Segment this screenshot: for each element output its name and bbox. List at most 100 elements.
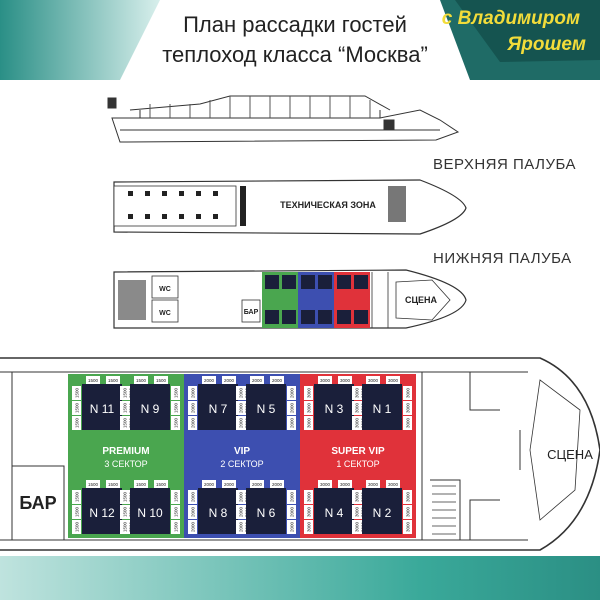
table-top [198, 384, 238, 430]
seat[interactable] [352, 490, 361, 504]
seat[interactable] [222, 480, 236, 488]
seat[interactable] [188, 416, 197, 430]
seat[interactable] [386, 480, 400, 488]
seat[interactable] [304, 386, 313, 400]
seat[interactable] [188, 490, 197, 504]
seat[interactable] [287, 401, 296, 415]
seat[interactable] [86, 376, 100, 384]
seat[interactable] [154, 376, 168, 384]
seat[interactable] [120, 490, 129, 504]
seat[interactable] [171, 416, 180, 430]
page-title-line1: План рассадки гостей [183, 12, 407, 37]
seat[interactable] [352, 386, 361, 400]
seat[interactable] [403, 490, 412, 504]
seat[interactable] [304, 505, 313, 519]
seat-price: 3000 [406, 417, 411, 428]
seat-price: 2000 [224, 378, 235, 383]
seat[interactable] [188, 520, 197, 534]
seat[interactable] [287, 490, 296, 504]
seat[interactable] [287, 520, 296, 534]
seat-price: 1500 [88, 482, 99, 487]
seat[interactable] [154, 480, 168, 488]
seat[interactable] [72, 520, 81, 534]
seat[interactable] [72, 416, 81, 430]
seat[interactable] [403, 416, 412, 430]
seat[interactable] [202, 480, 216, 488]
seat[interactable] [287, 386, 296, 400]
seat[interactable] [287, 505, 296, 519]
seat[interactable] [403, 386, 412, 400]
seat[interactable] [386, 376, 400, 384]
seat-price: 3000 [355, 387, 360, 398]
seat[interactable] [366, 480, 380, 488]
seat[interactable] [86, 480, 100, 488]
seat[interactable] [171, 520, 180, 534]
seat[interactable] [338, 376, 352, 384]
seat[interactable] [318, 480, 332, 488]
seat[interactable] [171, 386, 180, 400]
seat[interactable] [120, 416, 129, 430]
seat-price: 3000 [406, 491, 411, 502]
seat[interactable] [72, 490, 81, 504]
seat[interactable] [171, 490, 180, 504]
seat[interactable] [236, 520, 245, 534]
seat[interactable] [304, 520, 313, 534]
seat[interactable] [236, 401, 245, 415]
seat[interactable] [171, 505, 180, 519]
table-n4[interactable]: N 430003000300030003000300030003000 [304, 480, 364, 534]
seat[interactable] [287, 416, 296, 430]
seat[interactable] [236, 416, 245, 430]
seat[interactable] [188, 401, 197, 415]
seat[interactable] [270, 376, 284, 384]
seat[interactable] [352, 401, 361, 415]
seat-price: 3000 [307, 521, 312, 532]
seat-price: 2000 [272, 482, 283, 487]
seat[interactable] [120, 505, 129, 519]
seat[interactable] [202, 376, 216, 384]
seat-price: 2000 [191, 417, 196, 428]
seat[interactable] [250, 376, 264, 384]
seat-price: 2000 [290, 387, 295, 398]
seat[interactable] [72, 505, 81, 519]
seat[interactable] [270, 480, 284, 488]
seat[interactable] [352, 520, 361, 534]
seat[interactable] [106, 480, 120, 488]
seat-price: 3000 [368, 482, 379, 487]
seat[interactable] [304, 490, 313, 504]
seat[interactable] [318, 376, 332, 384]
seat[interactable] [222, 376, 236, 384]
table-number: N 3 [325, 402, 344, 416]
seat[interactable] [403, 401, 412, 415]
seat[interactable] [72, 401, 81, 415]
seat[interactable] [250, 480, 264, 488]
seat-price: 2000 [191, 491, 196, 502]
seat[interactable] [106, 376, 120, 384]
seat[interactable] [403, 520, 412, 534]
seat[interactable] [352, 505, 361, 519]
seat[interactable] [120, 520, 129, 534]
seat[interactable] [236, 386, 245, 400]
seat[interactable] [338, 480, 352, 488]
seat[interactable] [304, 401, 313, 415]
seat[interactable] [403, 505, 412, 519]
seat[interactable] [188, 386, 197, 400]
seat[interactable] [352, 416, 361, 430]
seat-price: 3000 [355, 521, 360, 532]
seat[interactable] [72, 386, 81, 400]
seat[interactable] [134, 480, 148, 488]
seat[interactable] [236, 505, 245, 519]
seat[interactable] [304, 416, 313, 430]
seat[interactable] [171, 401, 180, 415]
seat[interactable] [134, 376, 148, 384]
seat[interactable] [236, 490, 245, 504]
seat[interactable] [188, 505, 197, 519]
seat[interactable] [366, 376, 380, 384]
seat[interactable] [120, 386, 129, 400]
seat[interactable] [120, 401, 129, 415]
